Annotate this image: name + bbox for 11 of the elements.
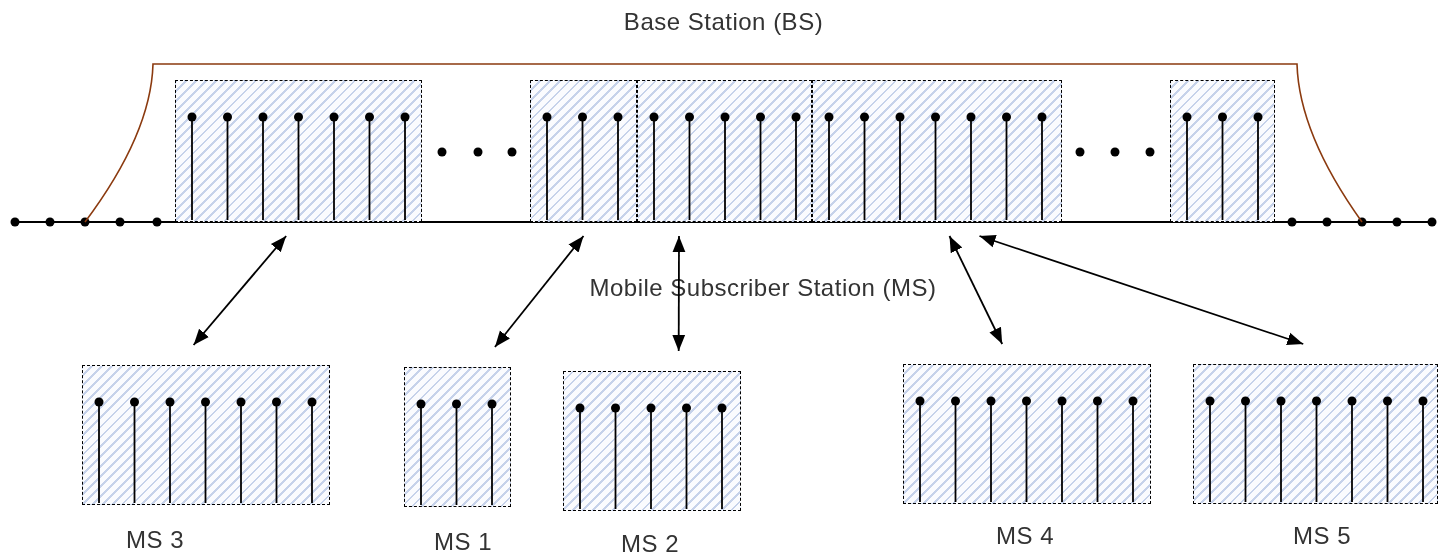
station-label: MS 5 <box>1293 522 1351 550</box>
station-label: MS 3 <box>126 526 184 554</box>
double-arrow <box>978 235 1305 345</box>
double-arrow <box>672 235 686 352</box>
station-label: MS 2 <box>621 530 679 555</box>
station-label: MS 1 <box>434 528 492 555</box>
double-arrow <box>192 235 288 346</box>
station-title: Base Station (BS) <box>623 8 824 36</box>
double-arrow <box>494 235 585 348</box>
station-label: MS 4 <box>996 522 1054 550</box>
double-arrow <box>948 235 1004 345</box>
